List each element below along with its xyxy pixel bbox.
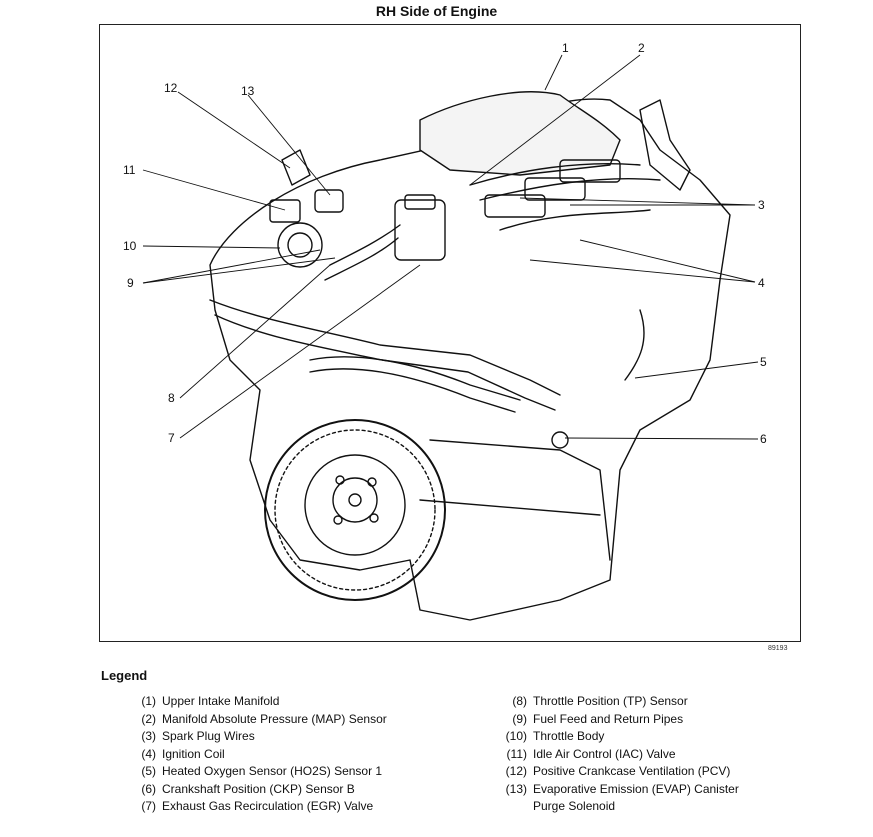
legend-item: (5)Heated Oxygen Sensor (HO2S) Sensor 1	[141, 764, 383, 778]
legend-item: (9)Fuel Feed and Return Pipes	[512, 711, 684, 726]
callout-10: 10	[123, 239, 137, 253]
spark-plug-wires	[469, 163, 641, 186]
upper-intake-manifold	[419, 91, 621, 176]
legend-item: (13)Evaporative Emission (EVAP) Canister…	[505, 781, 739, 814]
legend-right-column: (8)Throttle Position (TP) Sensor (9)Fuel…	[497, 693, 739, 816]
legend-item: (7)Exhaust Gas Recirculation (EGR) Valve	[141, 799, 374, 813]
legend-item: (10)Throttle Body	[505, 729, 605, 743]
illustration-frame	[99, 24, 801, 642]
legend-item: (1)Upper Intake Manifold	[141, 694, 280, 708]
exhaust-pipe	[309, 356, 521, 401]
legend-item: (6)Crankshaft Position (CKP) Sensor B	[141, 781, 355, 796]
callout-1: 1	[562, 41, 569, 55]
fuel-feed-pipes	[329, 224, 401, 266]
callout-8: 8	[168, 391, 175, 405]
callout-7: 7	[168, 431, 175, 445]
engine-block	[209, 98, 731, 621]
callout-9: 9	[127, 276, 134, 290]
callout-2: 2	[638, 41, 645, 55]
egr-valve	[394, 199, 446, 261]
evap-purge-solenoid	[314, 189, 344, 213]
legend-item: (8)Throttle Position (TP) Sensor	[512, 694, 688, 708]
callout-4: 4	[758, 276, 765, 290]
callout-11: 11	[123, 163, 136, 177]
legend-left-column: (1)Upper Intake Manifold (2)Manifold Abs…	[126, 693, 387, 816]
legend-item: (3)Spark Plug Wires	[141, 729, 255, 743]
flywheel	[264, 419, 446, 601]
callout-6: 6	[760, 432, 767, 446]
callout-3: 3	[758, 198, 765, 212]
oxygen-sensor-harness	[624, 309, 645, 381]
callout-12: 12	[164, 81, 178, 95]
pcv-valve	[281, 149, 311, 186]
legend-heading: Legend	[101, 668, 148, 683]
ignition-coil	[484, 194, 546, 218]
legend-item: (11)Idle Air Control (IAC) Valve	[506, 746, 676, 761]
legend-item: (2)Manifold Absolute Pressure (MAP) Sens…	[141, 711, 387, 726]
throttle-body	[277, 222, 323, 268]
legend-item: (4)Ignition Coil	[141, 746, 225, 761]
intake-pipe	[209, 299, 561, 396]
iac-valve	[269, 199, 301, 223]
legend-item: (12)Positive Crankcase Ventilation (PCV)	[505, 764, 731, 778]
ckp-sensor	[551, 431, 569, 449]
figure-id: 89193	[768, 645, 788, 652]
diagram-title: RH Side of Engine	[375, 3, 498, 19]
callout-5: 5	[760, 355, 767, 369]
callout-13: 13	[241, 84, 255, 98]
